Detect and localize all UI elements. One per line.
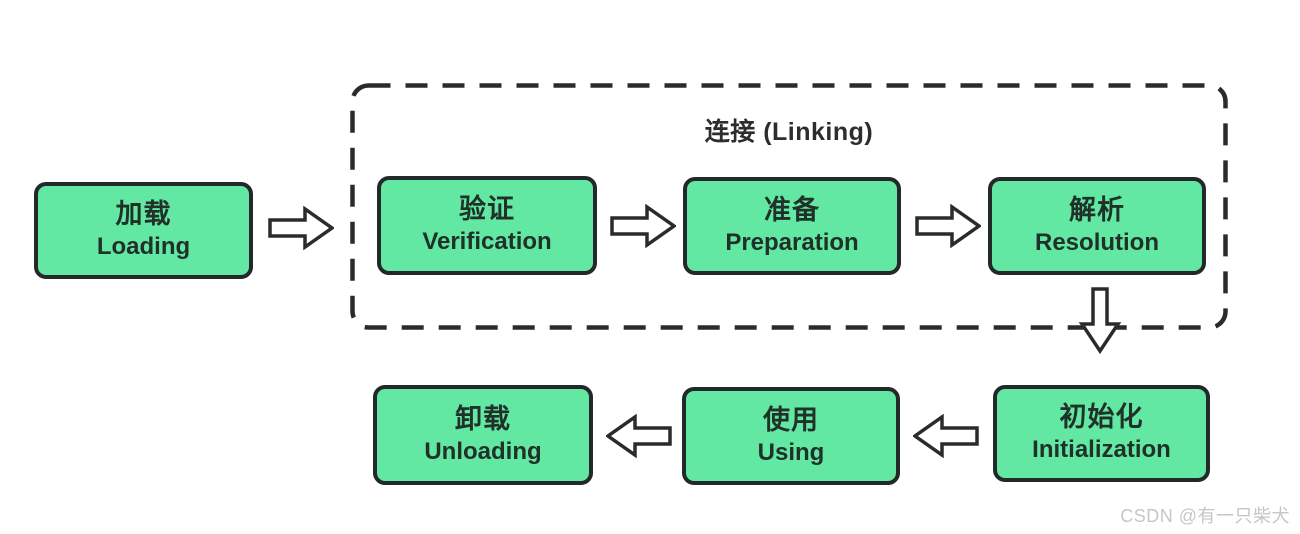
stage-box-resolution: 解析 Resolution [988,177,1206,275]
arrow-right-icon [268,206,334,250]
stage-label-en: Verification [422,228,552,255]
stage-box-unloading: 卸载 Unloading [373,385,593,485]
watermark-text: CSDN @有一只柴犬 [1120,506,1290,526]
arrow-down-icon [1078,287,1122,355]
stage-label-en: Loading [96,233,191,260]
stage-label-en: Resolution [1035,228,1159,256]
stage-label-en: Preparation [725,228,859,256]
linking-group-title: 连接 (Linking) [704,118,874,146]
stage-label-zh: 准备 [764,194,820,225]
stage-label-zh: 卸载 [455,403,511,434]
stage-label-zh: 使用 [763,404,819,435]
stage-box-preparation: 准备 Preparation [683,177,901,275]
stage-label-zh: 解析 [1069,194,1125,225]
stage-label-en: Unloading [424,437,542,465]
linking-group-frame [350,83,1228,330]
stage-box-verification: 验证 Verification [377,176,597,275]
stage-label-en: Using [757,438,825,466]
arrow-right-icon [610,204,676,248]
stage-label-en: Initialization [1032,436,1171,463]
stage-label-zh: 加载 [115,199,172,229]
arrow-left-icon [606,414,672,458]
stage-label-zh: 初始化 [1059,402,1144,432]
stage-label-zh: 验证 [459,194,515,224]
arrow-right-icon [915,204,981,248]
stage-box-using: 使用 Using [682,387,900,485]
stage-box-loading: 加载 Loading [34,182,253,279]
arrow-left-icon [913,414,979,458]
stage-box-initialization: 初始化 Initialization [993,385,1210,482]
